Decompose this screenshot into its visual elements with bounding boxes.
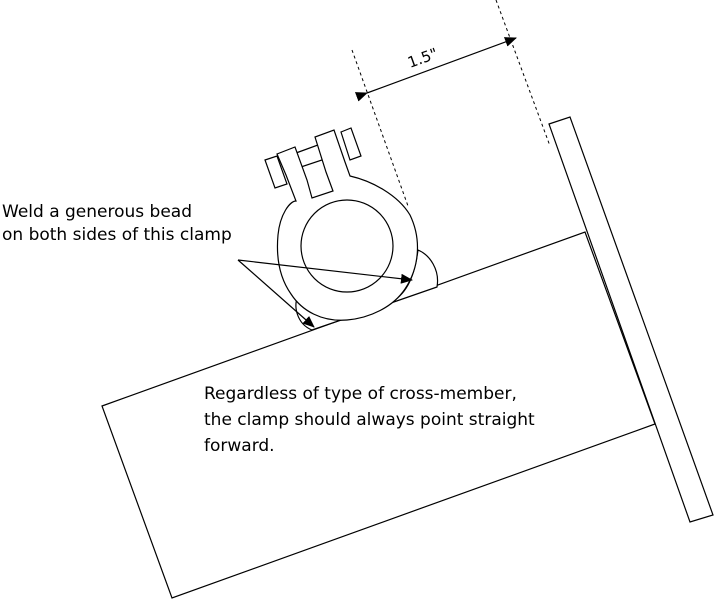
weld-leader-right bbox=[237, 259, 413, 284]
dimension-extension-left bbox=[351, 49, 409, 207]
weld-note-line-1: Weld a generous bead bbox=[2, 202, 192, 222]
weld-note-line-2: on both sides of this clamp bbox=[2, 225, 232, 245]
weld-leader-left bbox=[237, 259, 315, 328]
clamp-bolt-head-left bbox=[264, 155, 288, 189]
mounting-bar bbox=[548, 116, 714, 523]
orientation-note-line-3: forward. bbox=[204, 436, 275, 456]
orientation-note-line-2: the clamp should always point straight bbox=[204, 410, 535, 430]
dimension-extension-right bbox=[495, 0, 551, 147]
clamp-bore bbox=[300, 199, 394, 293]
clamp bbox=[264, 127, 419, 321]
orientation-note-line-1: Regardless of type of cross-member, bbox=[204, 384, 517, 404]
clamp-bolt-head-right bbox=[340, 127, 362, 161]
dimension-arrow bbox=[354, 37, 517, 102]
